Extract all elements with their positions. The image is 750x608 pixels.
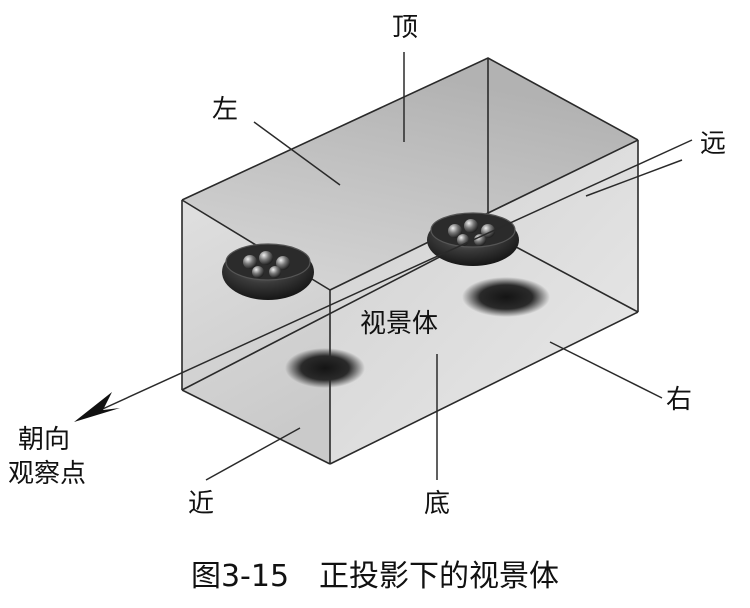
label-toward-viewpoint-line1: 朝向 (18, 425, 70, 455)
label-top: 顶 (392, 13, 418, 43)
label-bottom: 底 (424, 489, 450, 519)
shadow-right (462, 277, 550, 317)
bowl-object-left (222, 243, 314, 300)
label-far: 远 (700, 129, 726, 159)
label-near: 近 (188, 489, 214, 519)
figure-caption: 图3-15 正投影下的视景体 (191, 559, 559, 594)
bowl-object-right (427, 212, 519, 266)
label-toward-viewpoint-line2: 观察点 (8, 459, 86, 489)
viewing-direction-axis (74, 139, 693, 422)
label-right: 右 (666, 385, 692, 415)
leader-lines (205, 52, 683, 481)
shadow-left (285, 348, 365, 388)
arrow-head-icon (74, 392, 120, 422)
top-face (182, 58, 638, 290)
label-volume: 视景体 (360, 309, 438, 339)
front-face (182, 200, 330, 464)
label-left: 左 (212, 95, 238, 125)
